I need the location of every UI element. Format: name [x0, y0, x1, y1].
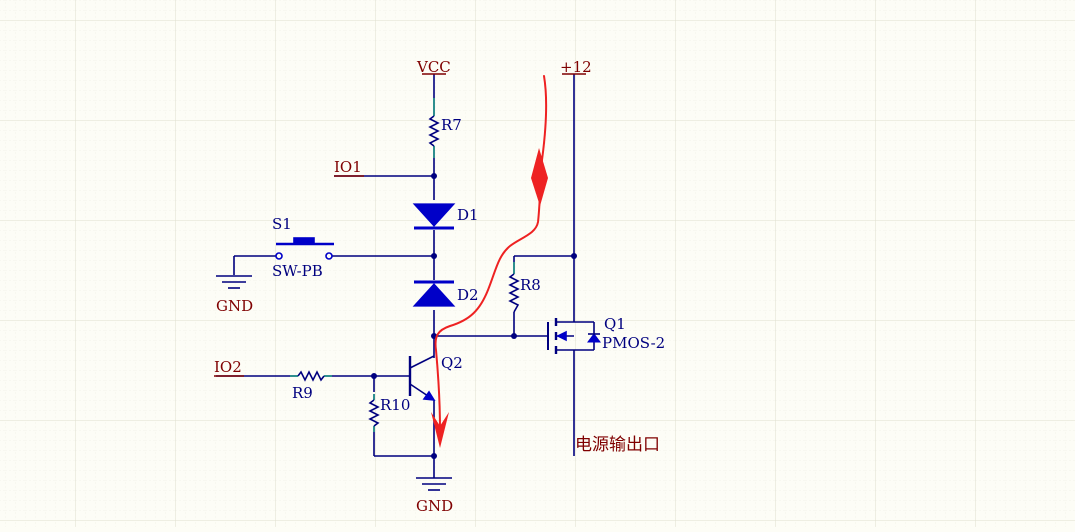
gnd-bottom-symbol [416, 477, 452, 491]
p12-label: +12 [560, 58, 592, 76]
s1-switch [275, 237, 334, 260]
gnd-left-symbol [216, 275, 252, 289]
arrow-down-icon [531, 148, 548, 206]
r7-resistor [428, 115, 440, 147]
io1-label: IO1 [334, 158, 362, 176]
r7-label: R7 [441, 116, 462, 134]
gnd-left-label: GND [216, 297, 253, 315]
q1-mosfet [547, 316, 601, 354]
q1-type-label: PMOS-2 [602, 334, 665, 352]
d2-diode [412, 280, 456, 307]
io2-label: IO2 [214, 358, 242, 376]
d1-label: D1 [457, 206, 479, 224]
r8-label: R8 [520, 276, 541, 294]
d2-label: D2 [457, 286, 479, 304]
r10-resistor [368, 399, 380, 427]
r8-resistor [508, 273, 520, 313]
vcc-label: VCC [416, 58, 451, 76]
r9-resistor [297, 370, 325, 382]
arrow-down-icon [431, 412, 449, 448]
s1-label: S1 [272, 215, 292, 233]
q2-label: Q2 [441, 354, 463, 372]
r9-label: R9 [292, 384, 313, 402]
s1-type-label: SW-PB [272, 262, 323, 280]
pin-stubs [290, 98, 515, 432]
q1-label: Q1 [604, 315, 626, 333]
r10-label: R10 [380, 396, 410, 414]
output-label: 电源输出口 [575, 435, 660, 455]
gnd-bottom-label: GND [416, 497, 453, 515]
d1-diode [412, 203, 456, 230]
q2-transistor [408, 355, 436, 415]
